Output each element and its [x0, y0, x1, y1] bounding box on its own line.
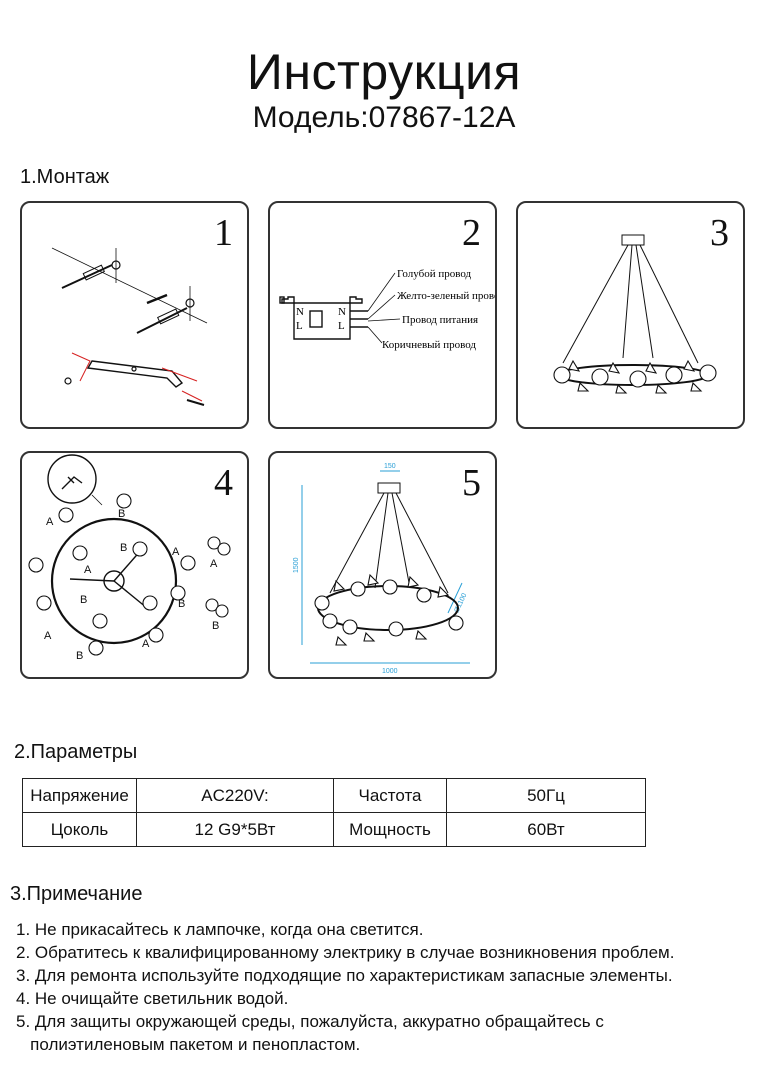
bracket-mounting-diagram	[51, 247, 208, 406]
param-label: Частота	[333, 778, 447, 813]
panel-2-wiring: 2 N L N L Голубой провод Желто-зеленый п…	[268, 201, 497, 429]
arm-label: B	[120, 542, 127, 554]
list-item: 3. Для ремонта используйте подходящие по…	[16, 966, 673, 985]
wire-label-blue: Голубой провод	[397, 268, 472, 280]
arm-label: B	[80, 594, 87, 606]
panel-number: 3	[710, 212, 729, 254]
terminal-letter: N	[296, 306, 304, 318]
param-label: Мощность	[333, 812, 447, 847]
list-item: полиэтиленовым пакетом и пенопластом.	[16, 1035, 361, 1054]
terminal-letters: N L N L	[296, 306, 346, 332]
wire-label-brown: Коричневый провод	[382, 339, 476, 351]
section-parameters-title: 2.Параметры	[14, 741, 138, 763]
wiring-diagram: N L N L Голубой провод Желто-зеленый про…	[279, 268, 497, 351]
arm-label: A	[44, 630, 52, 642]
panel-number: 4	[214, 462, 233, 504]
dimension-height: 1500	[293, 557, 300, 573]
arm-label: B	[118, 508, 125, 520]
panel-5-dimensions: 5 150 1500 1000 Ø1100	[268, 451, 497, 679]
arm-label: A	[46, 516, 54, 528]
table-row: Цоколь 12 G9*5Вт Мощность 60Вт	[22, 812, 646, 847]
notes-list: 1. Не прикасайтесь к лампочке, когда она…	[16, 918, 674, 1056]
arm-label: B	[178, 598, 185, 610]
param-value: 12 G9*5Вт	[136, 812, 334, 847]
section-notes-title: 3.Примечание	[10, 883, 143, 905]
terminal-letter: L	[338, 320, 345, 332]
panel-number: 2	[462, 212, 481, 254]
arm-label: A	[210, 558, 218, 570]
panel-3-hanging-fixture: 3	[516, 201, 745, 429]
hanging-chandelier-diagram	[553, 234, 717, 394]
dimension-top: 150	[384, 463, 396, 470]
param-label: Напряжение	[22, 778, 137, 813]
panel-1-mounting-bracket: 1	[20, 201, 249, 429]
terminal-letter: N	[338, 306, 346, 318]
arm-label: B	[212, 620, 219, 632]
wire-label-power: Провод питания	[402, 314, 478, 326]
table-row: Напряжение AC220V: Частота 50Гц	[22, 778, 646, 813]
panel-number: 5	[462, 462, 481, 504]
param-value: 50Гц	[446, 778, 646, 813]
param-value: AC220V:	[136, 778, 334, 813]
param-label: Цоколь	[22, 812, 137, 847]
panel-4-arm-assembly: 4 A B A B A B A A A	[20, 451, 249, 679]
param-value: 60Вт	[446, 812, 646, 847]
model-number: Модель:07867-12A	[252, 101, 516, 134]
ring-assembly-diagram: A B A B A B A A A B B B	[28, 454, 231, 662]
list-item: 4. Не очищайте светильник водой.	[16, 989, 289, 1008]
document-title: Инструкция	[246, 44, 522, 100]
panel-number: 1	[214, 212, 233, 254]
dimension-diagram: 150 1500 1000 Ø1100	[293, 463, 470, 675]
wire-label-yellow-green: Желто-зеленый провод	[397, 290, 497, 302]
section-mounting-title: 1.Монтаж	[20, 166, 110, 188]
parameters-table: Напряжение AC220V: Частота 50Гц Цоколь 1…	[22, 778, 646, 847]
arm-label: A	[84, 564, 92, 576]
list-item: 1. Не прикасайтесь к лампочке, когда она…	[16, 920, 424, 939]
arm-label: A	[142, 638, 150, 650]
arm-label: B	[76, 650, 83, 662]
list-item: 2. Обратитесь к квалифицированному элект…	[16, 943, 675, 962]
terminal-letter: L	[296, 320, 303, 332]
arm-label: A	[172, 546, 180, 558]
dimension-width: 1000	[382, 668, 398, 675]
list-item: 5. Для защиты окружающей среды, пожалуйс…	[16, 1012, 604, 1031]
